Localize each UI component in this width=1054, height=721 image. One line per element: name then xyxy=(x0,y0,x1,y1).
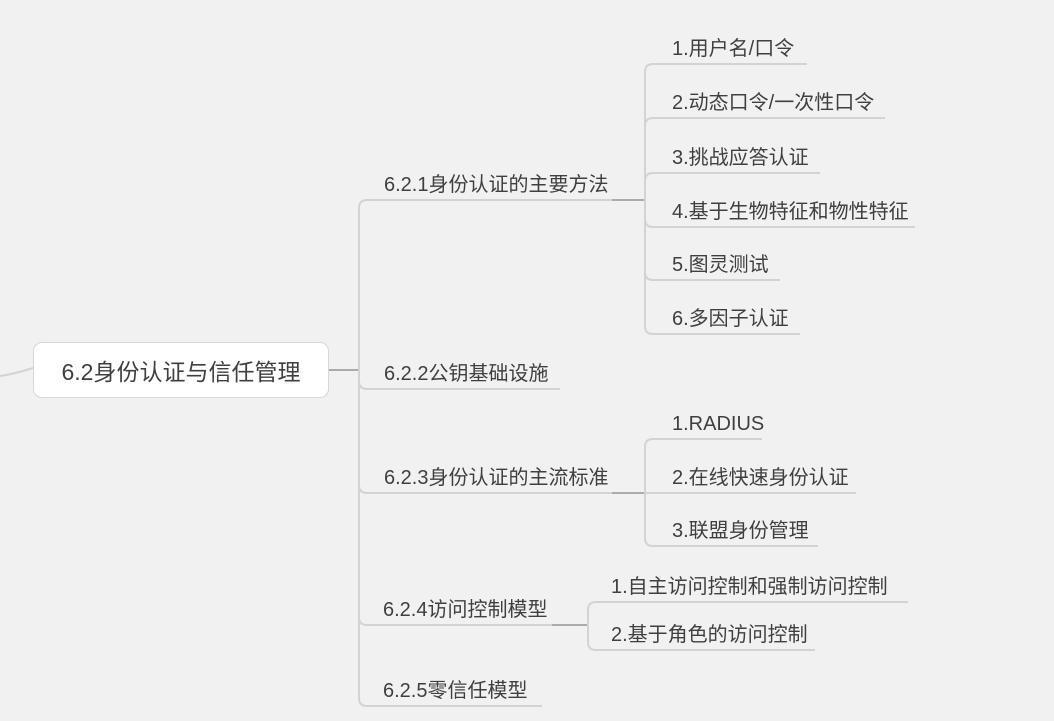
subtopic-624-2[interactable]: 2.基于角色的访问控制 xyxy=(611,624,808,646)
branch-topic-623[interactable]: 6.2.3身份认证的主流标准 xyxy=(384,467,609,489)
child-line-621-6 xyxy=(644,200,800,335)
branch-line-625 xyxy=(358,370,542,707)
branch-topic-625[interactable]: 6.2.5零信任模型 xyxy=(383,680,528,702)
subtopic-621-4[interactable]: 4.基于生物特征和物性特征 xyxy=(672,201,909,223)
child-line-624-1 xyxy=(587,601,908,625)
child-line-621-3 xyxy=(644,172,820,200)
subtopic-623-1[interactable]: 1.RADIUS xyxy=(672,413,765,435)
child-line-621-1 xyxy=(644,63,807,200)
branch-topic-622[interactable]: 6.2.2公钥基础设施 xyxy=(384,363,549,385)
subtopic-621-2[interactable]: 2.动态口令/一次性口令 xyxy=(672,92,875,114)
child-line-623-3 xyxy=(644,493,818,547)
branch-line-624 xyxy=(358,370,552,626)
subtopic-621-5[interactable]: 5.图灵测试 xyxy=(672,254,769,276)
parent-link-line xyxy=(0,367,34,377)
branch-line-621 xyxy=(358,199,612,370)
root-topic[interactable]: 6.2身份认证与信任管理 xyxy=(33,342,329,398)
branch-topic-621[interactable]: 6.2.1身份认证的主要方法 xyxy=(384,174,609,196)
subtopic-621-6[interactable]: 6.多因子认证 xyxy=(672,308,789,330)
subtopic-621-3[interactable]: 3.挑战应答认证 xyxy=(672,147,809,169)
root-topic-label: 6.2身份认证与信任管理 xyxy=(61,359,301,385)
subtopic-623-2[interactable]: 2.在线快速身份认证 xyxy=(672,467,849,489)
child-line-621-2 xyxy=(644,117,885,200)
subtopic-624-1[interactable]: 1.自主访问控制和强制访问控制 xyxy=(611,576,888,598)
child-line-623-1 xyxy=(644,438,762,493)
branch-topic-624[interactable]: 6.2.4访问控制模型 xyxy=(383,599,548,621)
child-line-624-2 xyxy=(587,625,815,651)
subtopic-623-3[interactable]: 3.联盟身份管理 xyxy=(672,520,809,542)
subtopic-621-1[interactable]: 1.用户名/口令 xyxy=(672,38,795,60)
